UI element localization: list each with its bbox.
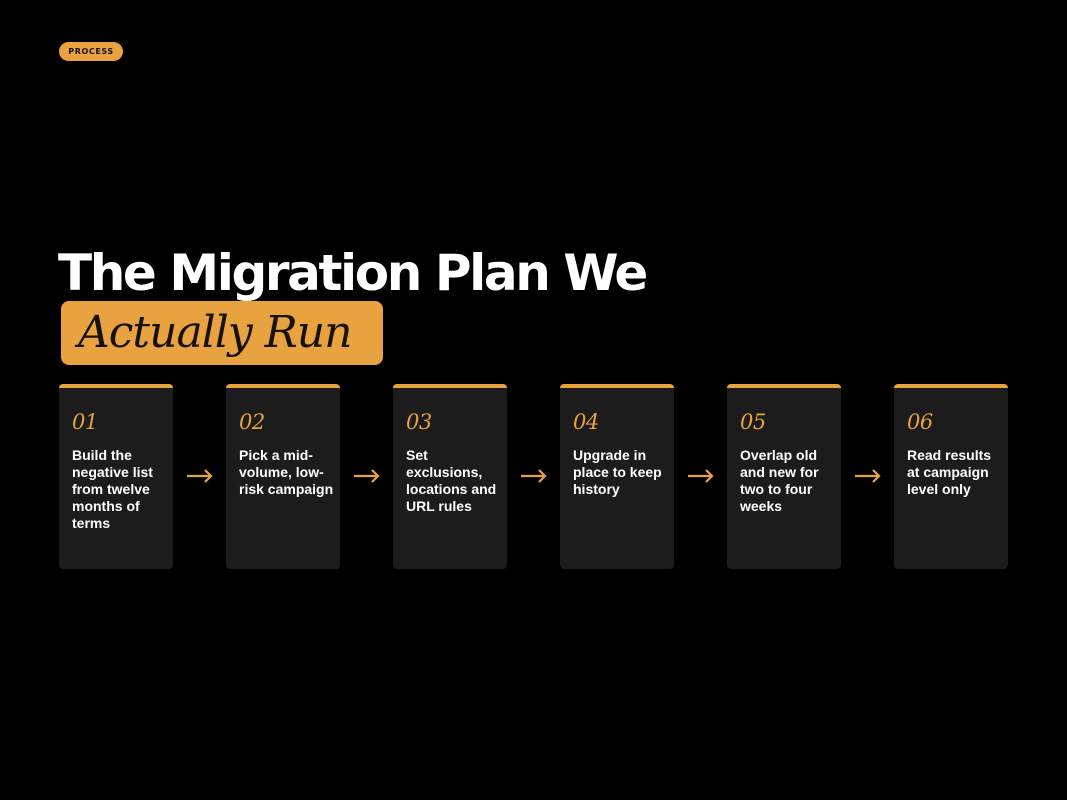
- arrow-right-icon: [521, 469, 547, 483]
- step-number: 03: [406, 410, 432, 434]
- arrow-right-icon: [688, 469, 714, 483]
- step-number: 02: [239, 410, 265, 434]
- step-text: Pick a mid-volume, low-risk campaign: [239, 447, 334, 497]
- title-highlight: [61, 301, 383, 365]
- page-title: The Migration Plan We: [58, 244, 648, 302]
- step-number: 04: [573, 410, 599, 434]
- arrow-right-icon: [187, 469, 213, 483]
- arrow-right-icon: [354, 469, 380, 483]
- step-card: 01 Build the negative list from twelve m…: [59, 384, 173, 569]
- step-card: 06 Read results at campaign level only: [894, 384, 1008, 569]
- step-text: Build the negative list from twelve mont…: [72, 447, 153, 531]
- step-text: Overlap old and new for two to four week…: [740, 447, 819, 514]
- step-card: 03 Set exclusions, locations and URL rul…: [393, 384, 507, 569]
- page-title-highlighted: Actually Run: [78, 307, 352, 358]
- arrow-right-icon: [855, 469, 881, 483]
- step-number: 06: [907, 410, 933, 434]
- step-number: 01: [72, 410, 98, 434]
- step-number: 05: [740, 410, 766, 434]
- step-text: Set exclusions, locations and URL rules: [406, 447, 497, 514]
- step-text: Upgrade in place to keep history: [573, 447, 662, 497]
- step-card: 02 Pick a mid-volume, low-risk campaign: [226, 384, 340, 569]
- step-text: Read results at campaign level only: [907, 447, 992, 497]
- step-card: 04 Upgrade in place to keep history: [560, 384, 674, 569]
- process-badge: PROCESS: [59, 42, 123, 61]
- step-card: 05 Overlap old and new for two to four w…: [727, 384, 841, 569]
